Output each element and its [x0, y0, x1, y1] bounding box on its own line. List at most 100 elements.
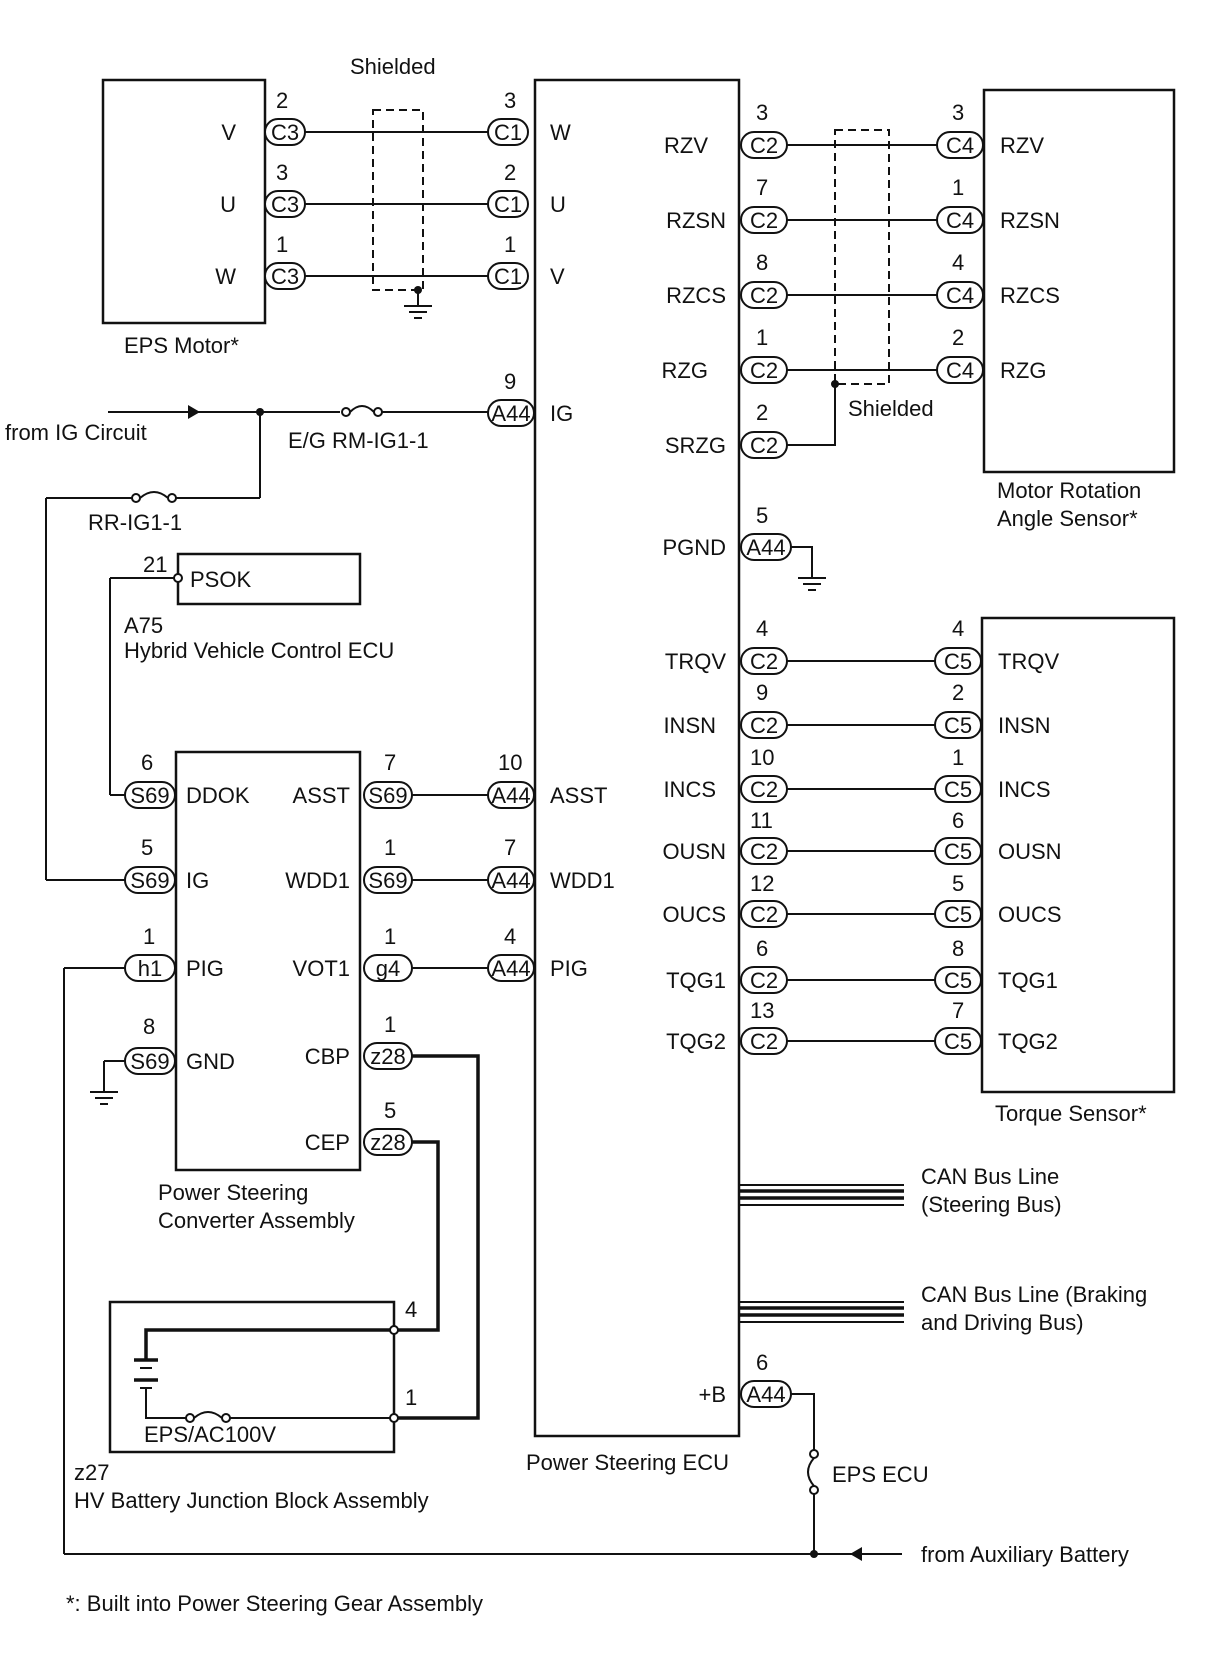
svg-text:5: 5 — [952, 871, 964, 896]
svg-text:6: 6 — [756, 936, 768, 961]
ground-icon — [90, 1091, 118, 1105]
from-aux-label: from Auxiliary Battery — [921, 1542, 1129, 1567]
svg-text:7: 7 — [504, 835, 516, 860]
svg-text:C1: C1 — [494, 192, 522, 217]
svg-text:1: 1 — [952, 745, 964, 770]
svg-text:1: 1 — [384, 1012, 396, 1037]
svg-text:C4: C4 — [946, 208, 974, 233]
svg-text:2: 2 — [756, 400, 768, 425]
svg-text:TQG1: TQG1 — [666, 968, 726, 993]
svg-text:2: 2 — [504, 160, 516, 185]
svg-text:7: 7 — [952, 998, 964, 1023]
svg-text:DDOK: DDOK — [186, 783, 250, 808]
insn-row: INSN 9 C2 2 C5 INSN — [663, 680, 1051, 739]
svg-text:INCS: INCS — [998, 777, 1051, 802]
svg-text:INSN: INSN — [663, 713, 716, 738]
srzg-row: SRZG 2 C2 — [665, 400, 788, 459]
svg-text:1: 1 — [384, 924, 396, 949]
ecu-pin-ig: 9 A44 IG — [487, 369, 573, 427]
svg-text:C3: C3 — [271, 120, 299, 145]
svg-text:5: 5 — [384, 1098, 396, 1123]
conv-pin-gnd: 8 S69 GND — [124, 1014, 235, 1075]
svg-text:C5: C5 — [944, 777, 972, 802]
hv-control-ecu-box — [176, 552, 362, 606]
svg-text:RZCS: RZCS — [666, 283, 726, 308]
ecu-pin-pig: 4 A44 PIG — [487, 924, 588, 982]
motor-rotation-sensor-box — [982, 88, 1176, 474]
svg-text:6: 6 — [756, 1350, 768, 1375]
rzv-row: RZV 3 C2 3 C4 RZV — [664, 100, 1044, 159]
eps-motor-box — [101, 78, 267, 325]
ecu-label: Power Steering ECU — [526, 1450, 729, 1475]
shielded-top-label: Shielded — [350, 54, 436, 79]
torque-sensor-box — [980, 616, 1176, 1094]
svg-text:ASST: ASST — [550, 783, 607, 808]
svg-text:8: 8 — [952, 936, 964, 961]
svg-text:RZCS: RZCS — [1000, 283, 1060, 308]
svg-text:3: 3 — [952, 100, 964, 125]
svg-text:U: U — [220, 192, 236, 217]
fuse-epsac-label: EPS/AC100V — [144, 1422, 276, 1447]
svg-text:C4: C4 — [946, 283, 974, 308]
svg-text:C2: C2 — [750, 968, 778, 993]
svg-text:S69: S69 — [368, 783, 407, 808]
conv-pin-ddok: 6 S69 DDOK — [124, 750, 250, 809]
svg-text:4: 4 — [952, 250, 964, 275]
ecu-pin-wdd1: 7 A44 WDD1 — [487, 835, 615, 894]
svg-text:C1: C1 — [494, 264, 522, 289]
fuse-epsecu-label: EPS ECU — [832, 1462, 929, 1487]
conv-pin-vot1: VOT1 1 g4 — [293, 924, 413, 982]
from-ig-label: from IG Circuit — [5, 420, 147, 445]
svg-text:IG: IG — [186, 868, 209, 893]
svg-text:TRQV: TRQV — [998, 649, 1059, 674]
svg-text:6: 6 — [952, 808, 964, 833]
svg-text:z28: z28 — [370, 1130, 405, 1155]
svg-text:11: 11 — [750, 808, 773, 833]
conv-pin-wdd1: WDD1 1 S69 — [285, 835, 413, 894]
svg-text:WDD1: WDD1 — [285, 868, 350, 893]
motor-sensor-label-1: Motor Rotation — [997, 478, 1141, 503]
svg-text:CBP: CBP — [305, 1044, 350, 1069]
svg-text:2: 2 — [952, 680, 964, 705]
svg-text:C5: C5 — [944, 902, 972, 927]
svg-text:OUSN: OUSN — [998, 839, 1062, 864]
conv-pin-ig: 5 S69 IG — [124, 835, 209, 894]
conv-pin-cbp: CBP 1 z28 — [305, 1012, 413, 1070]
ground-icon — [404, 305, 432, 319]
shielded-right-label: Shielded — [848, 396, 934, 421]
svg-text:S69: S69 — [130, 868, 169, 893]
svg-text:S69: S69 — [368, 868, 407, 893]
svg-text:A44: A44 — [491, 868, 530, 893]
svg-text:SRZG: SRZG — [665, 433, 726, 458]
svg-text:VOT1: VOT1 — [293, 956, 350, 981]
svg-text:RZG: RZG — [662, 358, 708, 383]
svg-text:RZV: RZV — [664, 133, 708, 158]
can-steering-label-2: (Steering Bus) — [921, 1192, 1062, 1217]
ousn-row: OUSN 11 C2 6 C5 OUSN — [662, 808, 1062, 865]
svg-text:TQG2: TQG2 — [666, 1029, 726, 1054]
svg-text:z28: z28 — [370, 1044, 405, 1069]
svg-text:W: W — [550, 120, 571, 145]
ecu-pin-w: 3 C1 W — [487, 88, 571, 146]
motor-pin-u: U 3 C3 — [220, 160, 306, 218]
svg-text:8: 8 — [143, 1014, 155, 1039]
ground-icon — [798, 577, 826, 591]
conv-pin-asst: ASST 7 S69 — [293, 750, 413, 809]
trqv-row: TRQV 4 C2 4 C5 TRQV — [665, 616, 1059, 675]
ecu-pin-v: 1 C1 V — [487, 232, 565, 290]
svg-text:A44: A44 — [491, 783, 530, 808]
svg-text:8: 8 — [756, 250, 768, 275]
svg-text:TRQV: TRQV — [665, 649, 726, 674]
svg-text:1: 1 — [276, 232, 288, 257]
svg-text:h1: h1 — [138, 956, 162, 981]
svg-text:PIG: PIG — [186, 956, 224, 981]
svg-text:INCS: INCS — [663, 777, 716, 802]
svg-text:A44: A44 — [746, 535, 785, 560]
svg-text:C1: C1 — [494, 120, 522, 145]
svg-text:9: 9 — [504, 369, 516, 394]
svg-text:2: 2 — [276, 88, 288, 113]
svg-text:C2: C2 — [750, 777, 778, 802]
power-steering-ecu-box — [533, 78, 741, 1438]
svg-text:+B: +B — [698, 1382, 726, 1407]
svg-text:1: 1 — [384, 835, 396, 860]
